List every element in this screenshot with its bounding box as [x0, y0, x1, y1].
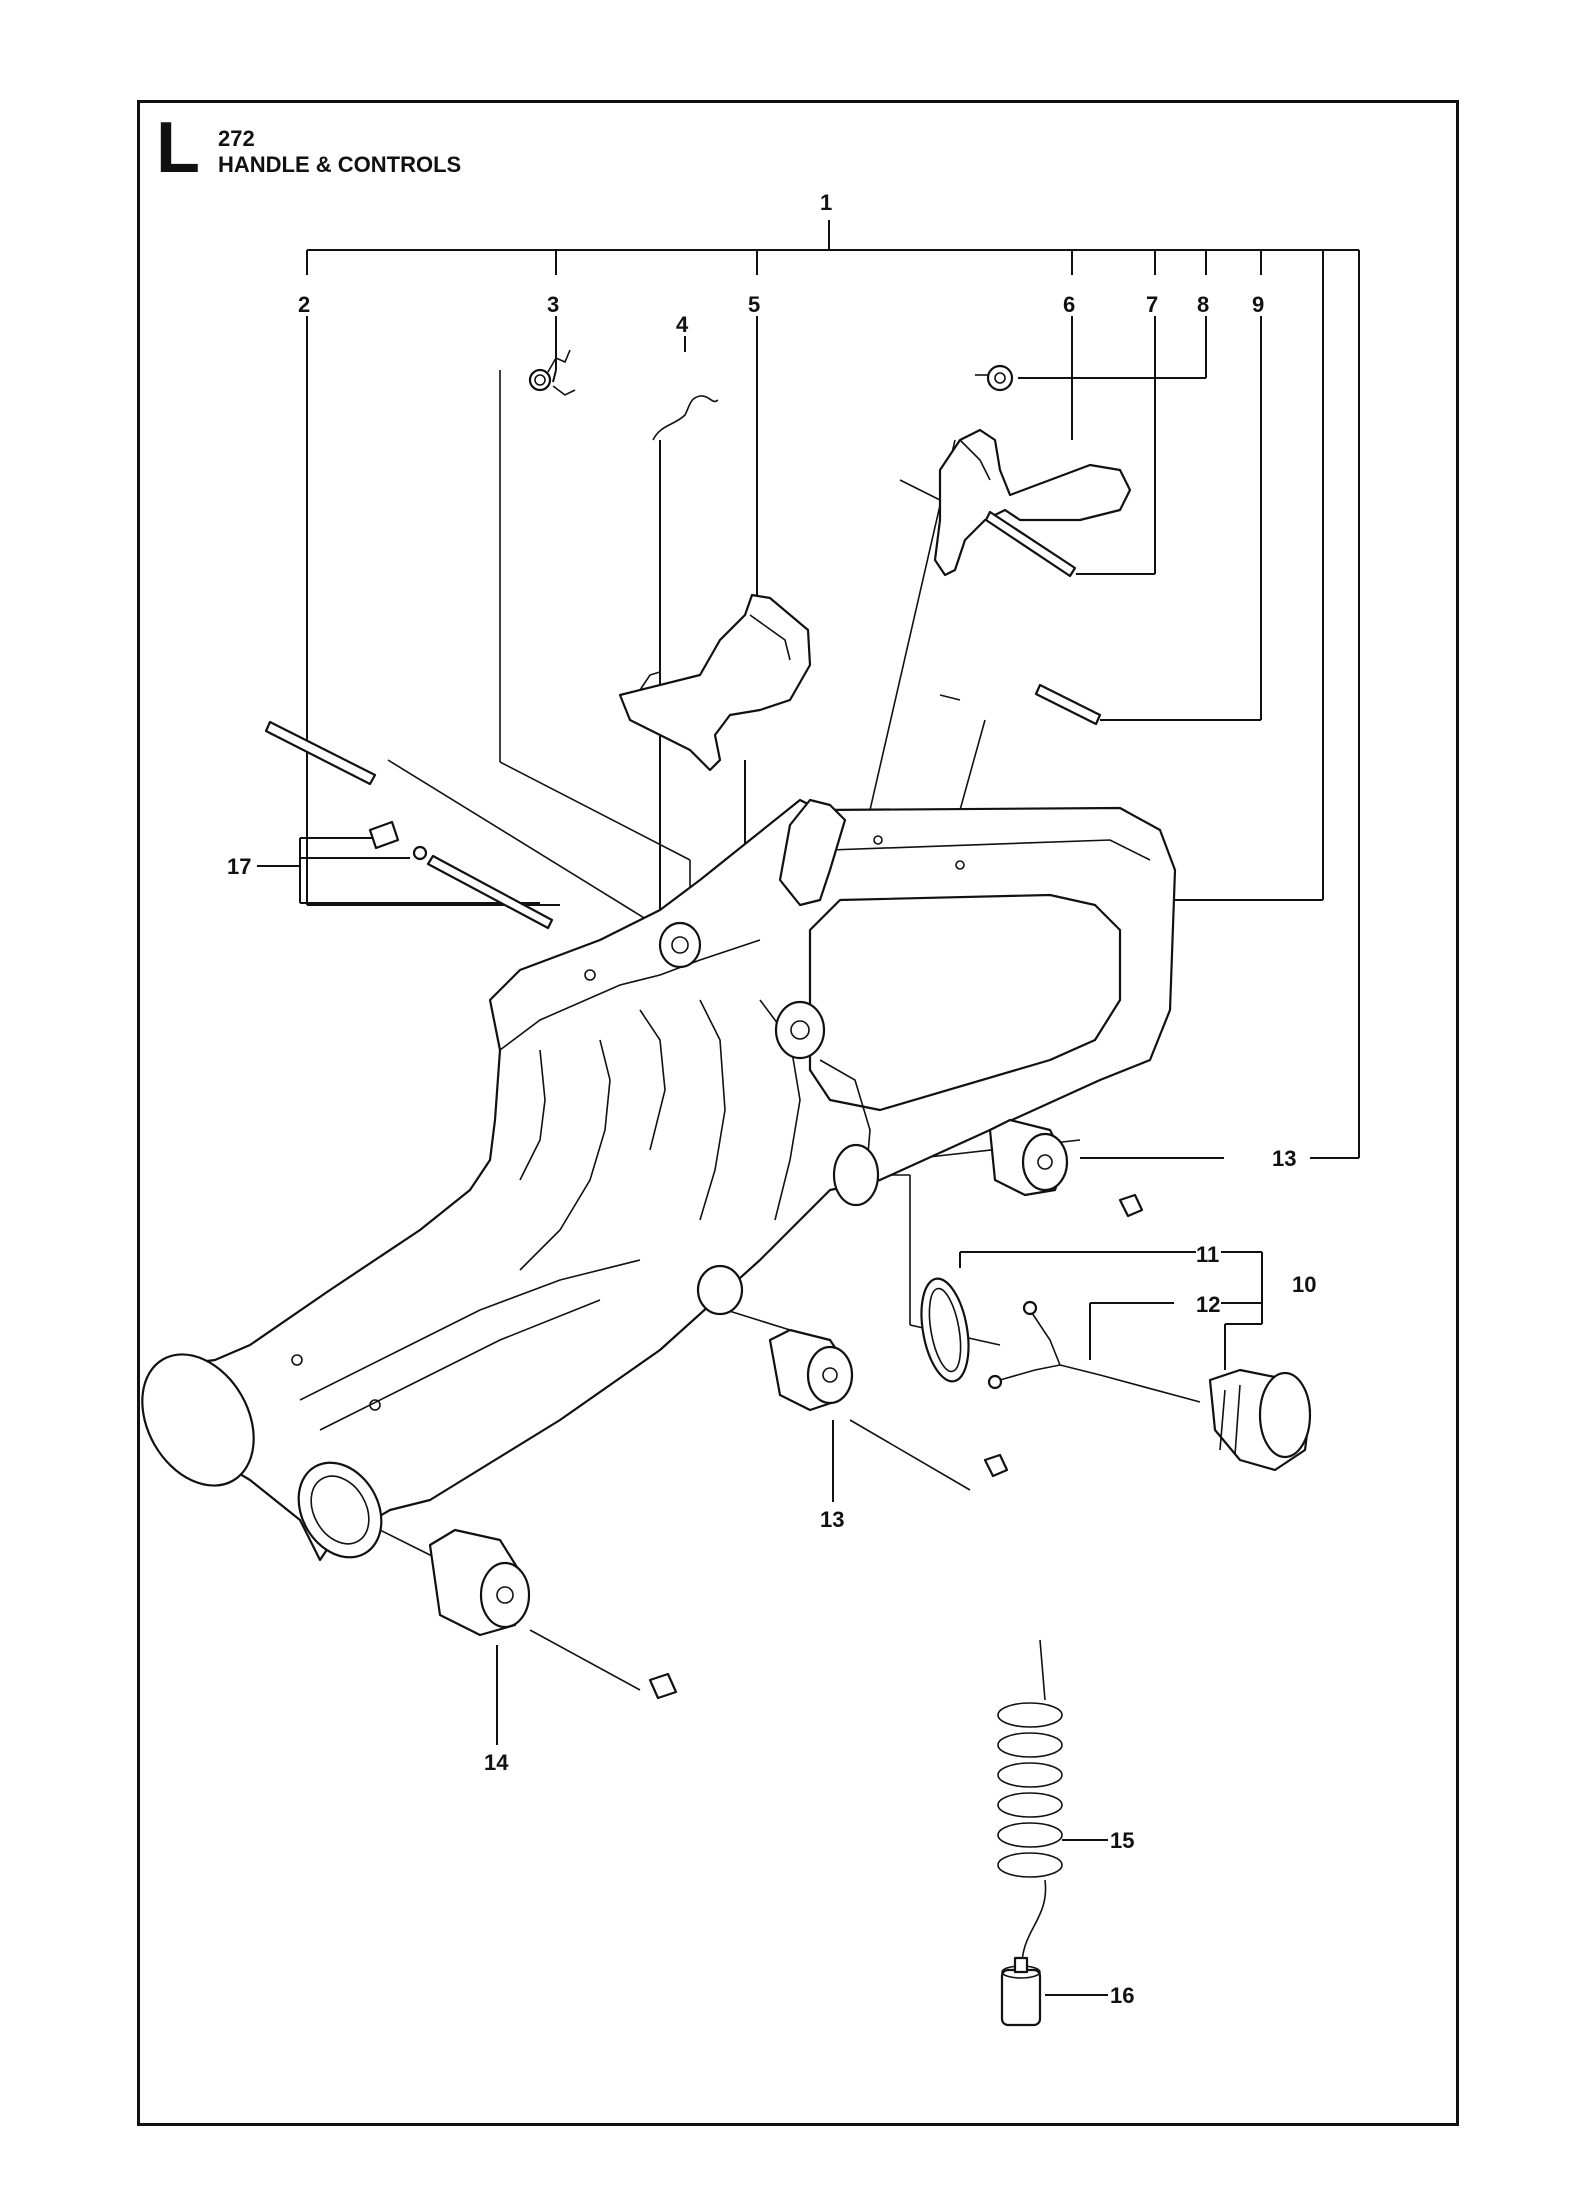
callout-12: 12 — [1196, 1292, 1220, 1317]
callout-2: 2 — [298, 292, 310, 317]
callout-1: 1 — [820, 190, 832, 215]
callout-7: 7 — [1146, 292, 1158, 317]
fuel-cap-part-10 — [1208, 1368, 1312, 1472]
throttle-lockout-part-5 — [618, 593, 812, 772]
cap-strap-part-12 — [987, 1300, 1201, 1403]
section-title: HANDLE & CONTROLS — [218, 152, 462, 177]
rear-handle-housing — [141, 798, 1177, 1562]
model-number: 272 — [218, 126, 255, 151]
callout-8: 8 — [1197, 292, 1209, 317]
fuel-filter-part-16 — [1000, 1956, 1042, 2027]
callout-13-lower: 13 — [820, 1507, 844, 1532]
av-buffer-part-13-lower — [768, 1328, 1009, 1478]
pin-part-2 — [264, 720, 377, 786]
av-buffer-part-13-upper — [988, 1118, 1144, 1218]
callout-13-upper: 13 — [1272, 1146, 1296, 1171]
callout-14: 14 — [484, 1750, 509, 1775]
section-letter: L — [156, 108, 200, 188]
callout-3: 3 — [547, 292, 559, 317]
fuel-hose-part-15 — [997, 1639, 1063, 1971]
page-frame — [137, 100, 1459, 2126]
throttle-trigger-part-6 — [933, 428, 1132, 577]
av-buffer-part-14 — [428, 1528, 678, 1700]
spring-part-3 — [528, 349, 576, 396]
callout-6: 6 — [1063, 292, 1075, 317]
callout-4: 4 — [676, 312, 689, 337]
choke-rod-part-17 — [368, 820, 554, 930]
callout-labels: 1 2 3 4 5 6 7 8 9 10 11 12 13 13 14 15 1… — [227, 190, 1316, 2008]
callout-11: 11 — [1196, 1242, 1219, 1267]
pin-part-7 — [984, 510, 1077, 578]
callout-16: 16 — [1110, 1983, 1134, 2008]
callout-5: 5 — [748, 292, 760, 317]
callout-17: 17 — [227, 854, 251, 879]
callout-9: 9 — [1252, 292, 1264, 317]
spring-part-8 — [986, 364, 1014, 392]
callout-10: 10 — [1292, 1272, 1316, 1297]
callout-15: 15 — [1110, 1828, 1134, 1853]
pin-part-9 — [1034, 683, 1102, 726]
o-ring-part-11 — [920, 1277, 970, 1383]
wire-spring-part-4 — [652, 395, 719, 441]
